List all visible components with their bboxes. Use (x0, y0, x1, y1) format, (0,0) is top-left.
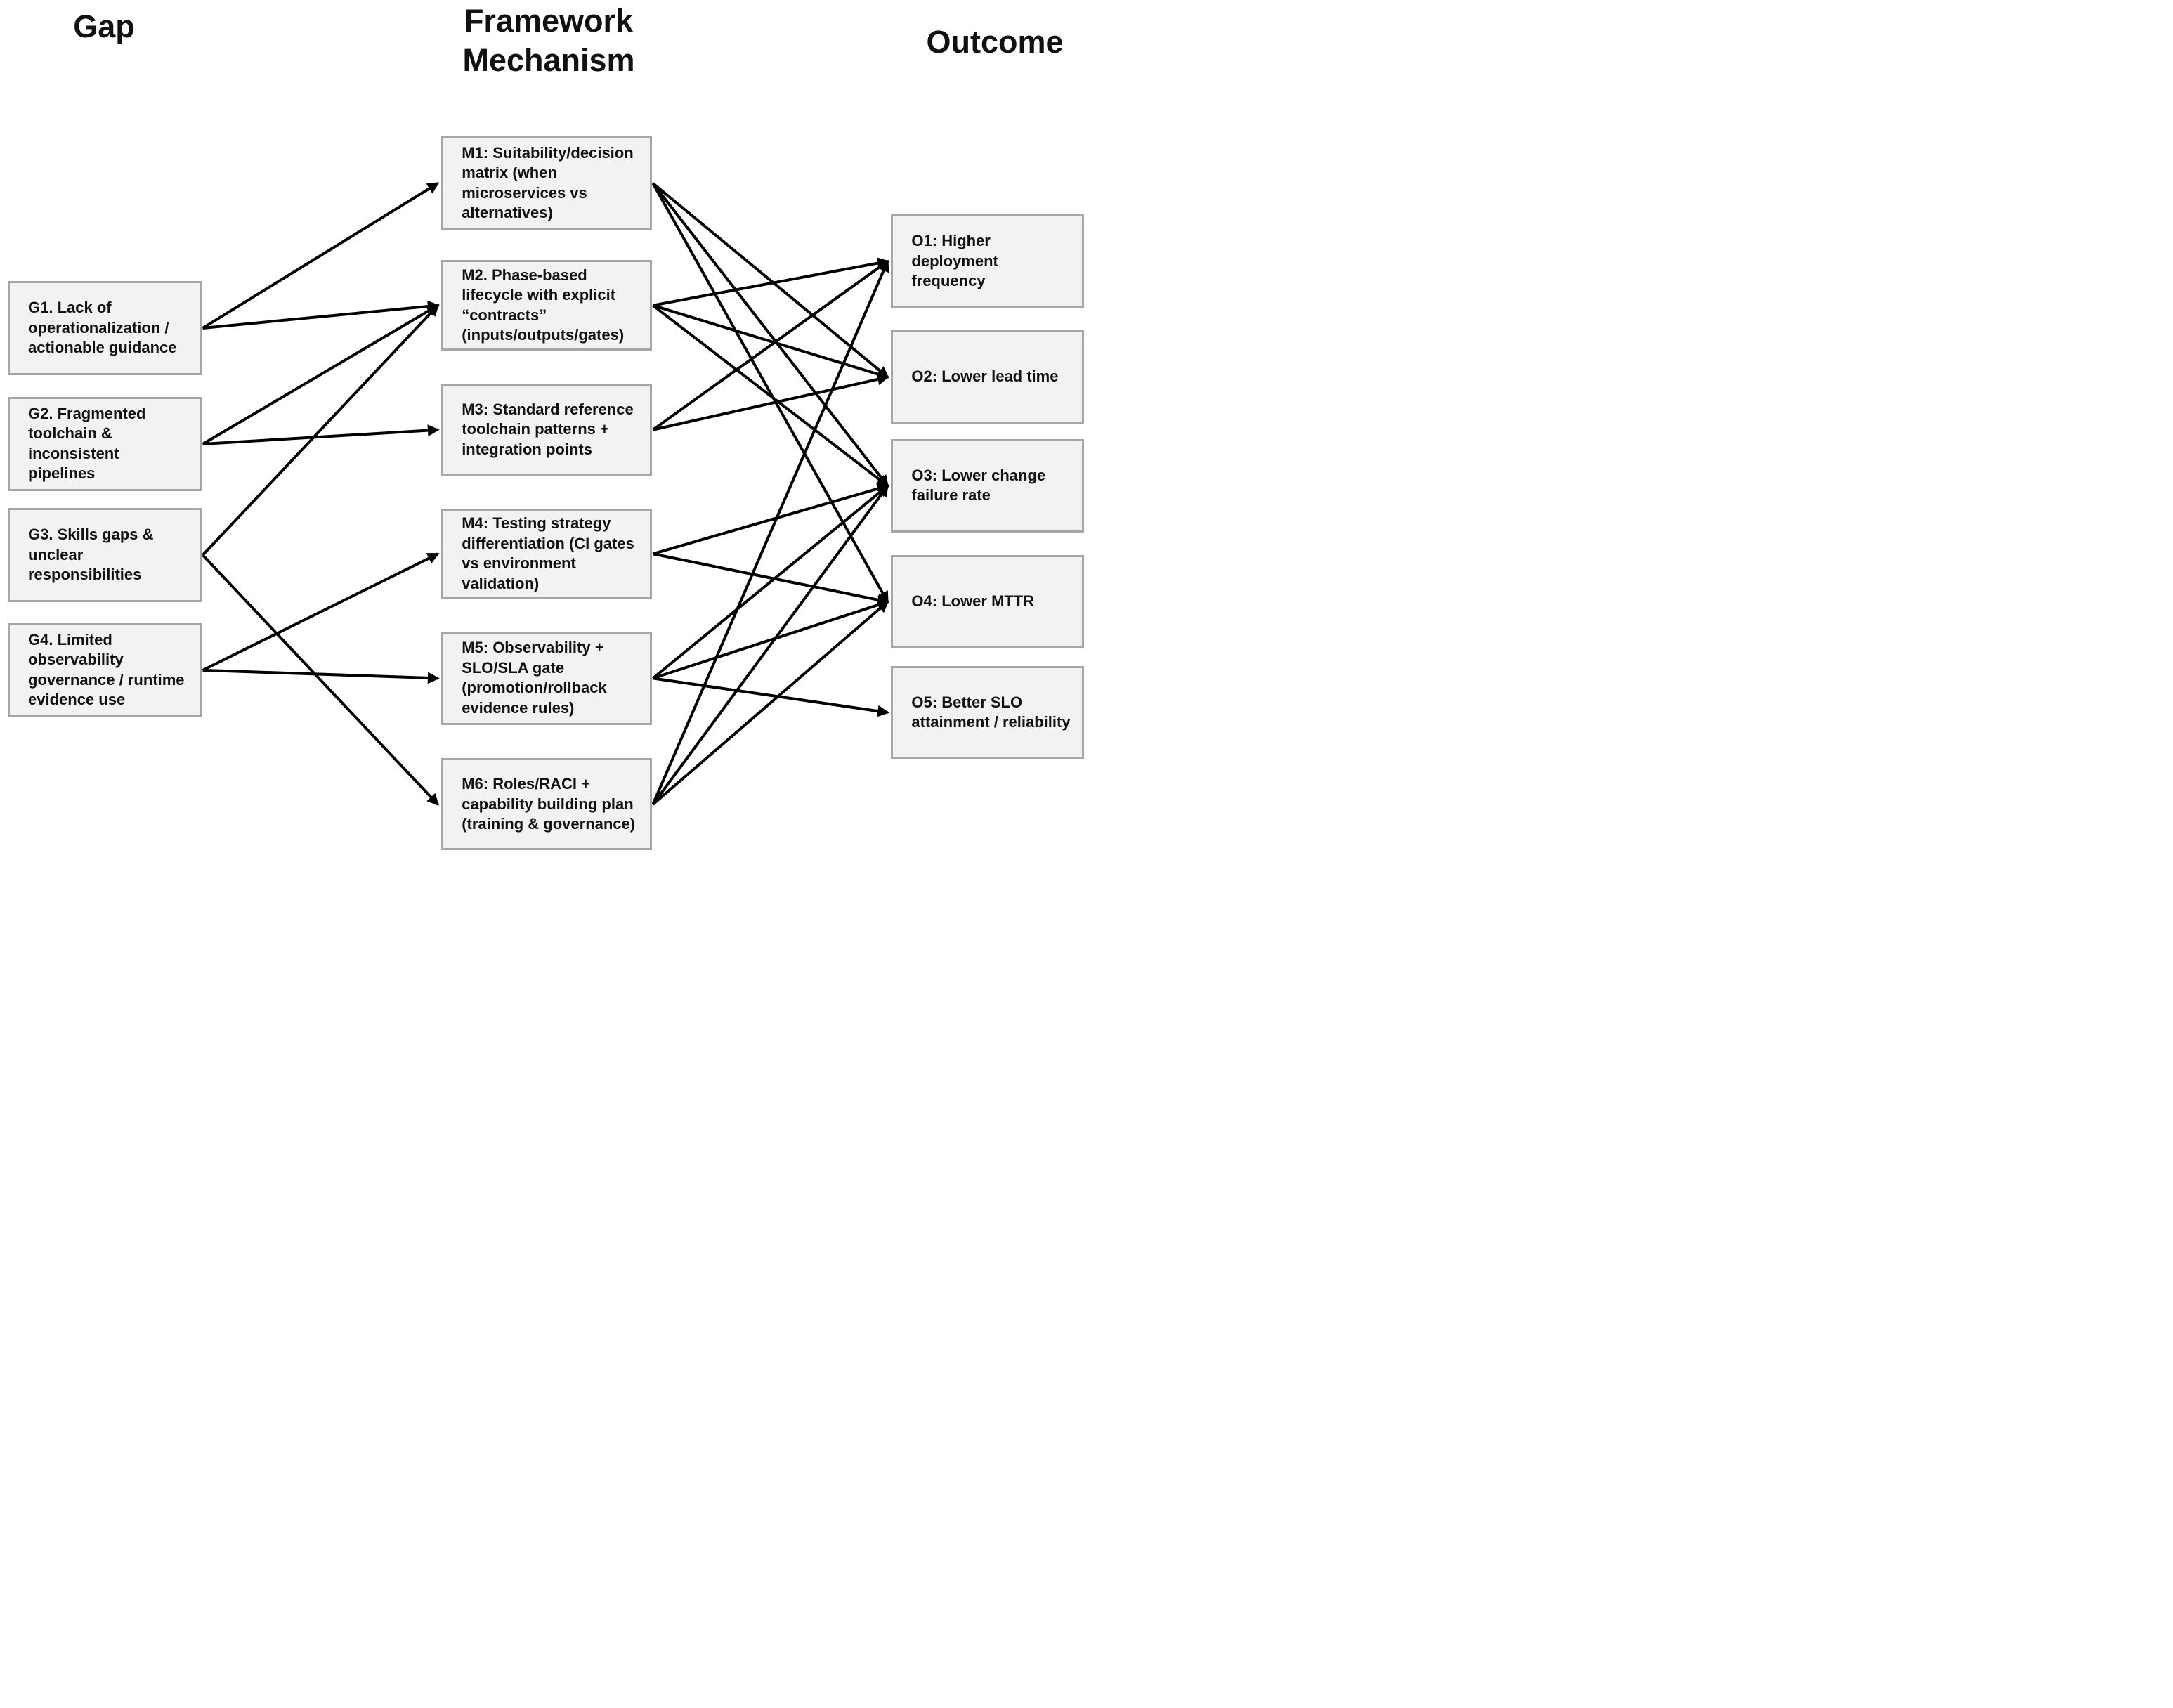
node-label-O1: O1: Higher deployment frequency (911, 232, 998, 290)
edge-M2-O1 (652, 257, 889, 307)
edge-G3-M2 (202, 304, 439, 556)
node-G4: G4. Limited observability governance / r… (8, 622, 202, 717)
edge-M5-O4 (652, 599, 889, 680)
node-label-O3: O3: Lower change failure rate (911, 466, 1046, 504)
node-O3: O3: Lower change failure rate (891, 439, 1084, 533)
header-framework-line1: Framework (464, 3, 634, 39)
edge-M4-O3 (652, 483, 889, 556)
node-label-O5: O5: Better SLO attainment / reliability (911, 693, 1071, 731)
node-M2: M2. Phase-based lifecycle with explicit … (441, 260, 653, 351)
edge-M2-O2 (652, 304, 889, 380)
node-O5: O5: Better SLO attainment / reliability (891, 665, 1084, 760)
node-G2: G2. Fragmented toolchain & inconsistent … (8, 397, 202, 491)
node-label-G1: G1. Lack of operationalization / actiona… (28, 299, 177, 357)
node-label-G2: G2. Fragmented toolchain & inconsistent … (28, 404, 146, 483)
edge-M5-O5 (653, 677, 889, 717)
edge-G3-M6 (202, 554, 439, 806)
node-label-M4: M4: Testing strategy differentiation (CI… (462, 514, 634, 592)
node-label-O4: O4: Lower MTTR (911, 592, 1035, 611)
edge-M3-O1 (652, 260, 889, 431)
edge-G2-M2 (202, 304, 440, 445)
edge-M2-O3 (652, 304, 889, 488)
node-O1: O1: Higher deployment frequency (891, 214, 1084, 308)
edge-M1-O3 (651, 182, 889, 488)
node-O2: O2: Lower lead time (891, 330, 1084, 424)
edge-M1-O4 (651, 182, 889, 604)
node-G3: G3. Skills gaps & unclear responsibiliti… (8, 508, 202, 602)
node-M6: M6: Roles/RACI + capability building pla… (441, 758, 653, 851)
node-M4: M4: Testing strategy differentiation (CI… (441, 508, 653, 599)
node-O4: O4: Lower MTTR (891, 555, 1084, 648)
edge-M6-O3 (651, 484, 889, 806)
header-framework-mechanism: Framework Mechanism (462, 1, 634, 80)
edge-M5-O3 (652, 484, 889, 679)
edge-G4-M5 (202, 668, 440, 684)
node-label-G4: G4. Limited observability governance / r… (28, 630, 185, 709)
edge-G1-M1 (202, 182, 440, 330)
node-label-G3: G3. Skills gaps & unclear responsibiliti… (28, 526, 154, 584)
header-gap: Gap (73, 8, 135, 44)
edge-M4-O4 (652, 552, 889, 606)
edge-M6-O4 (651, 600, 889, 806)
edge-M1-O2 (652, 182, 889, 379)
node-M3: M3: Standard reference toolchain pattern… (441, 384, 653, 476)
node-label-M5: M5: Observability + SLO/SLA gate (promot… (462, 639, 607, 717)
edge-group (202, 182, 889, 806)
node-label-M3: M3: Standard reference toolchain pattern… (462, 400, 634, 458)
node-M1: M1: Suitability/decision matrix (when mi… (441, 136, 653, 230)
edge-G2-M3 (202, 424, 440, 446)
node-label-M2: M2. Phase-based lifecycle with explicit … (462, 266, 625, 344)
edge-M6-O1 (651, 259, 889, 805)
header-outcome: Outcome (926, 24, 1064, 60)
header-framework-line2: Mechanism (462, 42, 635, 78)
node-G1: G1. Lack of operationalization / actiona… (8, 281, 202, 375)
node-label-M1: M1: Suitability/decision matrix (when mi… (462, 143, 634, 222)
node-label-M6: M6: Roles/RACI + capability building pla… (462, 775, 636, 833)
diagram-canvas: Gap Framework Mechanism Outcome G1. Lack… (0, 0, 1087, 854)
edge-layer (202, 182, 889, 806)
edge-G1-M2 (202, 300, 440, 330)
node-M5: M5: Observability + SLO/SLA gate (promot… (441, 631, 653, 725)
edge-M3-O2 (652, 373, 889, 431)
node-label-O2: O2: Lower lead time (911, 367, 1059, 386)
edge-G4-M4 (202, 552, 440, 672)
